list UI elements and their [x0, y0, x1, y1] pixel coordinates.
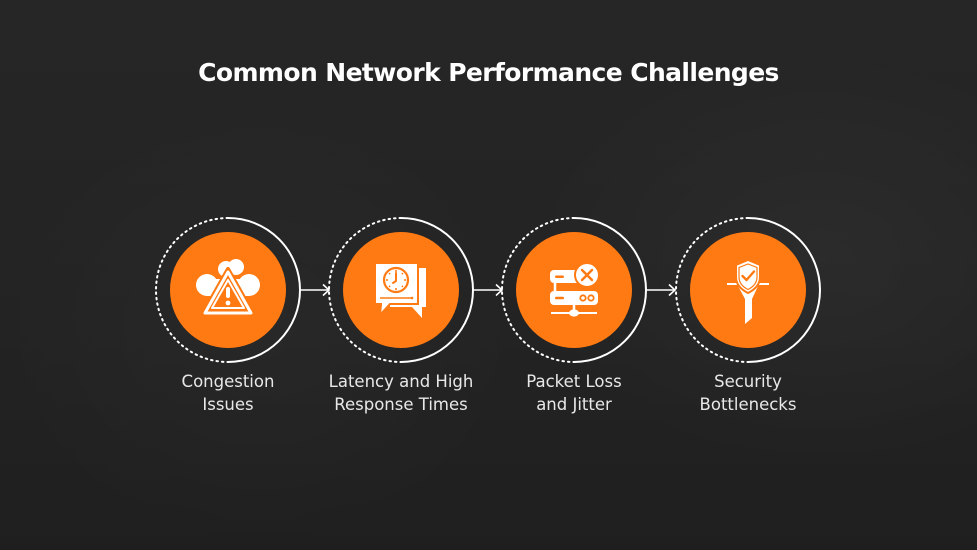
step-congestion: Congestion Issues [148, 210, 308, 450]
step-security: Security Bottlenecks [668, 210, 828, 450]
shield-funnel-icon [713, 255, 783, 325]
step-packet-loss: Packet Loss and Jitter [494, 210, 654, 450]
step-label: Packet Loss and Jitter [526, 372, 622, 414]
cloud-warning-icon [193, 255, 263, 325]
server-error-icon [539, 255, 609, 325]
step-label: Security Bottlenecks [699, 372, 797, 414]
arrow-right-icon [300, 283, 332, 297]
step-latency: Latency and High Response Times [321, 210, 481, 450]
page-title: Common Network Performance Challenges [198, 58, 779, 87]
clock-chat-icon [366, 255, 436, 325]
arrow-right-icon [473, 283, 505, 297]
arrow-right-icon [646, 283, 678, 297]
step-label: Congestion Issues [181, 372, 275, 414]
step-label: Latency and High Response Times [328, 372, 474, 414]
